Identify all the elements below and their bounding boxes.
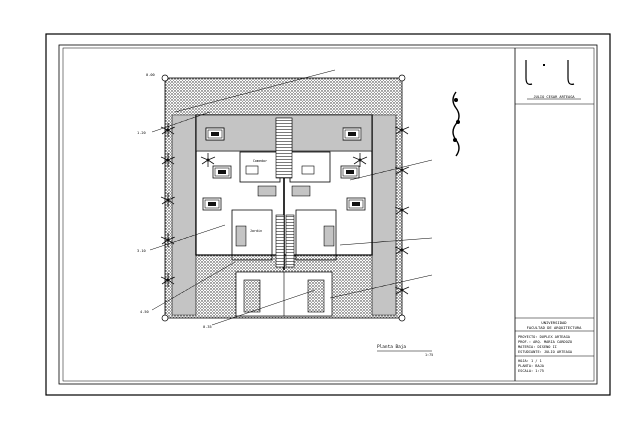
faculty-text: FACULTAD DE ARQUITECTURA [527, 325, 583, 330]
stair-lower-left [275, 214, 285, 268]
logo-caption: JULIO CESAR ARTEAGA [533, 95, 575, 99]
level-mark: 3.10 [137, 249, 146, 253]
entry-right [295, 209, 337, 261]
sofa-icon [342, 127, 362, 141]
sheet-number-text: HOJA: 1 / 1 [518, 359, 542, 363]
planter [323, 225, 335, 247]
stair-upper [275, 117, 293, 179]
kitchen-counter [245, 165, 259, 175]
car-right-icon [307, 279, 325, 313]
left-garden [171, 114, 197, 316]
dining-table-icon [340, 165, 360, 179]
outer-border [45, 33, 611, 396]
corner-marker [398, 74, 406, 82]
corner-marker [161, 314, 169, 322]
sofa-icon [205, 127, 225, 141]
level-mark: 0.00 [146, 73, 155, 77]
north-arrow-icon [452, 91, 460, 157]
planter [235, 225, 247, 247]
lower-room-label: Jardin [250, 229, 262, 233]
university-text: UNIVERSIDAD [541, 320, 567, 325]
kitchen-counter [301, 165, 315, 175]
scale-text: ESCALA: 1:75 [518, 369, 544, 373]
course-text: MATERIA: DISENO II [518, 345, 557, 349]
professor-text: PROF.: ARQ. MARIA CARDOZO [518, 340, 572, 344]
corner-marker [398, 314, 406, 322]
title-block: JULIO CESAR ARTEAGA UNIVERSIDAD FACULTAD… [514, 48, 594, 381]
level-mark: 1.20 [137, 131, 146, 135]
level-mark: 0.35 [203, 325, 212, 329]
upper-room-label: Comedor [253, 159, 267, 163]
level-mark: 4.50 [140, 310, 149, 314]
plan-text: PLANTA: BAJA [518, 364, 545, 368]
dining-table-icon [212, 165, 232, 179]
student-text: ESTUDIANTE: JULIO ARTEAGA [518, 350, 573, 354]
corner-marker [161, 74, 169, 82]
plan-scale: 1:75 [425, 353, 433, 357]
sofa-icon [202, 197, 222, 211]
entry-left [231, 209, 273, 261]
plan-title: Planta Baja [377, 344, 406, 350]
inner-border-2 [62, 47, 595, 382]
bath-right [291, 185, 311, 197]
sofa-icon [346, 197, 366, 211]
inner-border [58, 44, 598, 385]
logo-icon [525, 60, 575, 85]
right-garden [371, 114, 397, 316]
project-text: PROYECTO: DUPLEX ARTEAGA [518, 335, 571, 339]
site-plan: Comedor Jardin [137, 69, 433, 329]
bath-left [257, 185, 277, 197]
stair-lower-right [285, 214, 295, 268]
car-left-icon [243, 279, 261, 313]
